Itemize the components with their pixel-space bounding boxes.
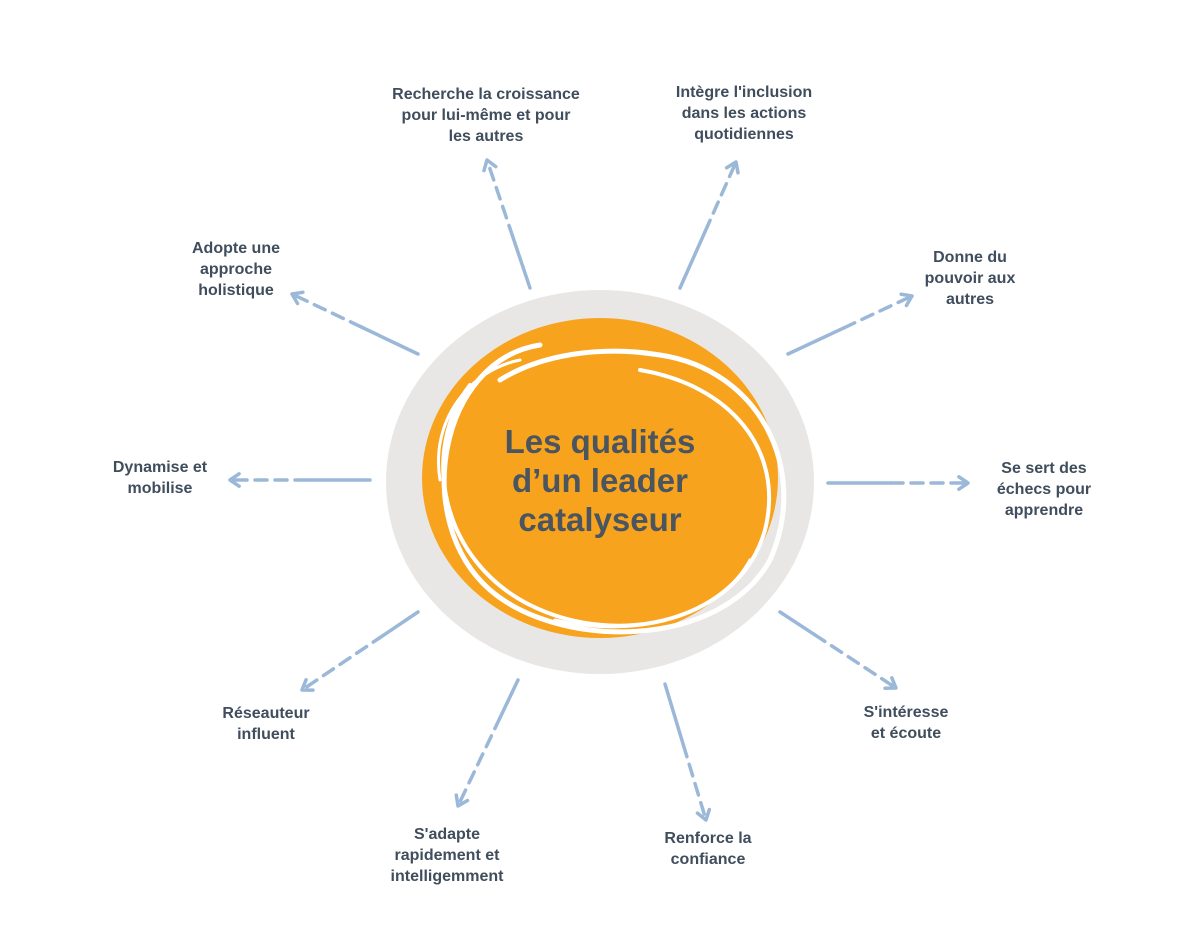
center-swirl: [437, 342, 787, 635]
node-label-croissance: Recherche la croissance pour lui-même et…: [392, 86, 580, 145]
arrow-line-adapte: [498, 678, 520, 720]
arrow-head-ecoute: [883, 676, 898, 690]
arrow-line-confiance: [663, 682, 686, 747]
arrow-head-pouvoir: [899, 292, 914, 308]
arrow-line-croissance: [511, 235, 532, 290]
swirl-stroke-4: [553, 558, 752, 629]
arrow-head-reseauteur: [300, 678, 315, 692]
node-label-confiance: Renforce la confiance: [664, 830, 752, 868]
arrow-head-holistique: [290, 290, 305, 306]
arrow-dash-reseauteur: [303, 633, 385, 690]
arrow-dash-pouvoir: [842, 295, 911, 330]
arrow-line-pouvoir: [786, 326, 846, 356]
arrow-line-ecoute: [778, 610, 817, 637]
node-label-pouvoir: Donne du pouvoir aux autres: [924, 249, 1016, 308]
arrow-head-confiance: [695, 807, 712, 822]
arrow-head-adapte: [454, 793, 470, 808]
arrow-dash-confiance: [681, 743, 707, 818]
arrow-line-holistique: [359, 325, 420, 356]
node-label-ecoute: S'intéresse et écoute: [863, 704, 949, 742]
arrow-dash-ecoute: [813, 633, 895, 688]
arrow-line-inclusion: [678, 229, 707, 290]
arrow-dash-adapte: [457, 716, 502, 805]
arrow-group: [228, 158, 970, 822]
arrow-head-croissance: [482, 158, 498, 173]
arrow-dash-holistique: [293, 293, 364, 329]
swirl-stroke-3: [437, 358, 522, 482]
center-core: [422, 318, 778, 638]
node-label-holistique: Adopte une approche holistique: [192, 240, 280, 299]
arrow-head-dynamise: [228, 472, 241, 488]
arrow-head-inclusion: [724, 160, 740, 175]
node-label-echecs: Se sert des échecs pour apprendre: [996, 460, 1092, 519]
node-label-adapte: S'adapte rapidement et intelligemment: [390, 826, 504, 885]
arrow-dash-croissance: [486, 162, 515, 239]
arrow-dash-inclusion: [703, 163, 737, 234]
center-title: Les qualités d’un leader catalyseur: [504, 423, 696, 538]
arrow-head-echecs: [957, 475, 970, 491]
node-label-dynamise: Dynamise et mobilise: [112, 459, 208, 497]
node-label-reseauteur: Réseauteur influent: [222, 705, 310, 743]
node-label-inclusion: Intègre l'inclusion dans les actions quo…: [675, 84, 813, 143]
arrow-line-reseauteur: [381, 610, 420, 638]
